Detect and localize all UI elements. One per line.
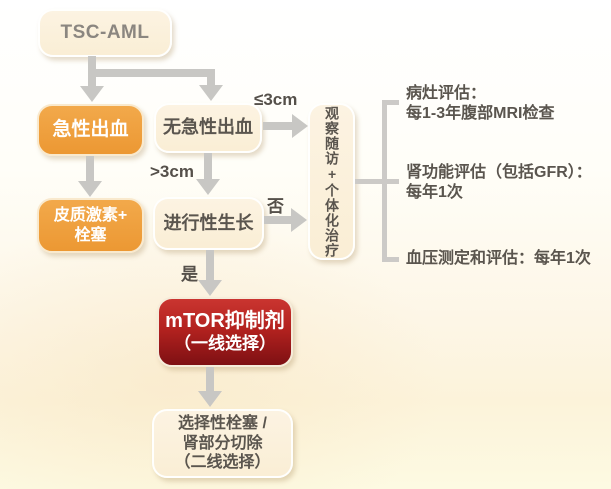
bracket-tick-top-icon — [387, 100, 399, 105]
arrow-gt3cm-head-icon — [196, 179, 220, 195]
edge-label-yes: 是 — [181, 265, 198, 284]
followup-bp-line1: 血压测定和评估：每年1次 — [406, 250, 591, 267]
node-tsc-aml-label: TSC-AML — [60, 22, 150, 44]
bracket-tick-middle-icon — [387, 179, 399, 184]
node-second-line: 选择性栓塞 / 肾部分切除 （二线选择） — [152, 409, 293, 478]
followup-blood-pressure: 血压测定和评估：每年1次 — [406, 249, 591, 269]
arrow-to-no-acute-head-icon — [199, 85, 223, 101]
followup-renal-line1: 肾功能评估（包括GFR）： — [406, 164, 592, 181]
arrow-yes-head-icon — [198, 280, 222, 296]
arrow-tsc-right-stem-icon — [207, 77, 215, 87]
bracket-vertical-icon — [382, 100, 387, 262]
node-progressive-growth: 进行性生长 — [153, 197, 264, 250]
arrow-gt3cm-stem-icon — [204, 153, 212, 180]
edge-label-le3cm: ≤3cm — [254, 90, 298, 109]
node-acute-bleeding: 急性出血 — [37, 104, 144, 156]
node-acute-bleeding-label: 急性出血 — [52, 119, 129, 141]
node-second-line-line3: （二线选择） — [174, 454, 271, 472]
node-tsc-aml: TSC-AML — [38, 9, 172, 57]
edge-label-gt3cm: >3cm — [150, 162, 194, 181]
node-progressive-growth-label: 进行性生长 — [163, 212, 254, 233]
node-observation-followup: 观察随访+个体化治疗 — [308, 103, 355, 260]
arrow-no-stem-icon — [264, 216, 292, 224]
node-corticosteroid-line2: 栓塞 — [74, 226, 107, 244]
arrow-acute-down-stem-icon — [86, 156, 94, 182]
node-no-acute-bleeding-label: 无急性出血 — [163, 117, 253, 138]
node-second-line-line2: 肾部分切除 — [182, 434, 263, 452]
arrow-le3cm-head-icon — [292, 114, 308, 138]
node-mtor-line1: mTOR抑制剂 — [165, 310, 285, 333]
arrow-to-acute-head-icon — [80, 86, 104, 102]
node-observation-followup-label: 观察随访+个体化治疗 — [324, 105, 341, 258]
arrow-le3cm-stem-icon — [263, 122, 293, 130]
node-second-line-line1: 选择性栓塞 / — [178, 415, 267, 433]
arrow-acute-down-head-icon — [78, 181, 102, 197]
node-corticosteroid-embolization: 皮质激素+ 栓塞 — [37, 198, 144, 253]
node-mtor-inhibitor: mTOR抑制剂 （一线选择） — [157, 297, 293, 367]
followup-lesion-evaluation: 病灶评估： 每1-3年腹部MRI检查 — [406, 84, 554, 125]
node-mtor-line2: （一线选择） — [174, 333, 276, 353]
followup-renal-function: 肾功能评估（包括GFR）： 每年1次 — [406, 163, 592, 204]
edge-label-no: 否 — [267, 197, 284, 216]
followup-lesion-line1: 病灶评估： — [406, 85, 487, 102]
arrow-no-head-icon — [291, 208, 307, 232]
arrow-tsc-split-bar-icon — [88, 69, 215, 77]
arrow-mtor-down-stem-icon — [206, 367, 214, 392]
followup-lesion-line2: 每1-3年腹部MRI检查 — [406, 105, 555, 123]
arrow-mtor-down-head-icon — [198, 391, 222, 407]
bracket-connector-icon — [355, 179, 383, 184]
bracket-tick-bottom-icon — [387, 257, 399, 262]
node-no-acute-bleeding: 无急性出血 — [154, 103, 262, 153]
arrow-yes-stem-icon — [206, 250, 214, 281]
followup-renal-line2: 每年1次 — [406, 184, 463, 202]
node-corticosteroid-line1: 皮质激素+ — [53, 206, 128, 224]
